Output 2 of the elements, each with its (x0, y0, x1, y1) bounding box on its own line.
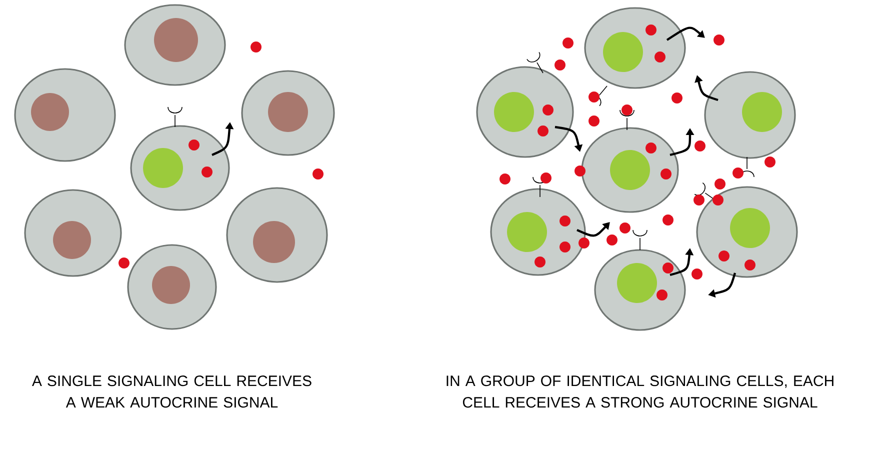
caption: IN A GROUP OF IDENTICAL SIGNALING CELLS, EACH CELL RECEIVES A STRONG AUTOCRINE SIGNAL (446, 376, 834, 408)
caption: A SINGLE SIGNALING CELL RECEIVES A WEAK AUTOCRINE SIGNAL (32, 376, 312, 408)
